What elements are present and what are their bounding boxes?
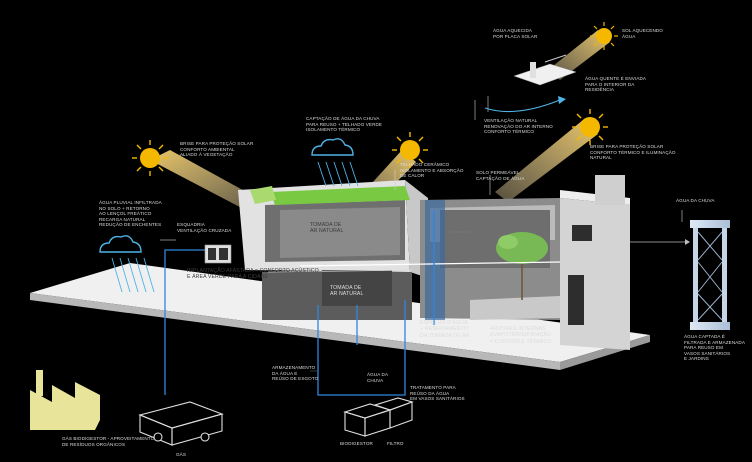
label-water-tank: Armazenamento da água e reúso de esgoto [272,365,319,382]
label-arvores: Árvores internas evapotranspiração = con… [490,326,552,345]
house-left-block [238,180,428,320]
label-tomada-ar-1: Tomada de ar natural [310,222,344,235]
rain-icon [317,161,359,187]
factory-icon [30,370,100,430]
label-rain-left: Água pluvial infiltrada no solo + retorn… [99,200,162,228]
label-espelho: Espelho d'água + resfriamento da tomada … [420,320,470,339]
solar-panel-icon [513,54,577,86]
biodigester-box [343,397,414,437]
house-right-block [420,175,630,350]
label-water-right: Tratamento para reúso da água em vasos s… [410,385,465,402]
label-sun-mid: Telhado cerâmico isolamento e absorção d… [400,162,464,179]
label-rain-roof: Captação de água da chuva para reuso + t… [306,116,383,133]
sun-ray-right [495,120,598,202]
label-tower-bottom: Água captada é filtrada e armazenada par… [684,334,745,362]
label-water-mid: Água da chuva [367,372,389,383]
label-solar-top-right: Sol aquecendo água [622,28,663,39]
label-tower-top: Água da chuva [676,198,715,203]
label-factory: Gás biodigestor - Aproveitamento de resí… [62,436,155,447]
water-tower-icon [690,220,730,330]
label-tomada-ar-2: Tomada de ar natural [330,285,364,298]
gas-tank-box [138,401,224,446]
cloud-icon [311,138,354,156]
label-wind-note: Ventilação natural renovação do ar inter… [484,118,553,135]
sun-icon [590,22,618,50]
label-ground: Solo permeável captação de água [476,170,525,181]
label-filter: Filtro [387,441,404,446]
label-window-left: Esquadria ventilação cruzada [177,222,232,233]
label-gas: Gás [176,452,187,457]
cloud-icon [99,235,142,253]
sun-icon [392,132,428,168]
sun-ray-panel [548,30,610,80]
label-biodigester: Biodigestor [340,441,373,446]
label-solar-right-note: Água quente é enviada para o interior da… [585,76,647,93]
label-solar-panel: Água aquecida por placa solar [493,28,538,39]
sun-icon [572,109,608,145]
sun-icon [132,140,168,176]
label-sun-right: Brise para proteção solar conforto térmi… [590,144,676,161]
wind-arrow [484,99,561,113]
rain-icon [111,257,155,293]
label-sun-left: Brise para proteção solar conforto ambie… [180,141,254,158]
label-implantacao: Implantação afastada = conforto acústico… [187,268,319,281]
water-pipes [164,210,435,396]
